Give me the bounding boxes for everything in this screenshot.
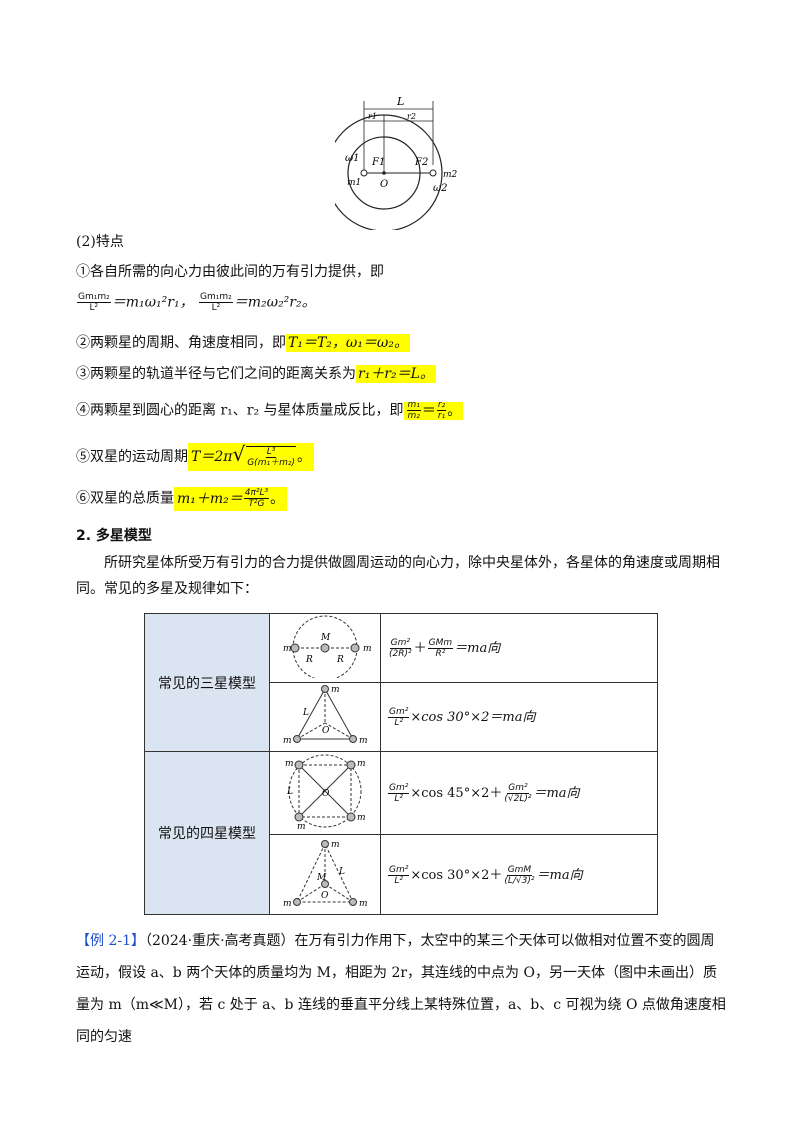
svg-text:m: m: [359, 899, 368, 909]
three-star-triangle-figure: m m m L O: [269, 682, 381, 752]
svg-text:m: m: [363, 644, 372, 654]
svg-text:m: m: [283, 736, 292, 746]
label-O: O: [380, 179, 388, 190]
svg-text:O: O: [322, 726, 330, 736]
example-text: 在万有引力作用下，太空中的某三个天体可以做相对位置不变的圆周运动，假设 a、b …: [76, 933, 726, 1045]
three-star-label: 常见的三星模型: [144, 613, 270, 752]
svg-text:R: R: [305, 655, 313, 665]
svg-text:O: O: [321, 891, 329, 901]
highlight: T₁＝T₂，ω₁＝ω₂。: [286, 334, 410, 352]
svg-text:m: m: [331, 685, 340, 695]
svg-text:M: M: [320, 633, 331, 643]
svg-text:m: m: [297, 822, 306, 830]
label-r1: r1: [368, 112, 377, 121]
binary-star-diagram: L r1 r2 F1 F2 O ω1 m1 m2 ω2: [335, 95, 458, 230]
example-source: （2024·重庆·高考真题）: [145, 933, 295, 949]
svg-text:m: m: [283, 899, 292, 909]
svg-text:R: R: [336, 655, 344, 665]
svg-text:O: O: [322, 789, 330, 799]
svg-text:M: M: [316, 873, 327, 883]
four-star-label: 常见的四星模型: [144, 751, 270, 915]
multi-star-title: 2. 多星模型: [76, 528, 152, 544]
svg-text:L: L: [302, 708, 309, 718]
multi-star-paragraph: 所研究星体所受万有引力的合力提供做圆周运动的向心力，除中央星体外，各星体的角速度…: [76, 555, 720, 597]
svg-text:m: m: [357, 759, 366, 769]
label-w1: ω1: [345, 153, 360, 164]
example-block: 【例 2-1】（2024·重庆·高考真题）在万有引力作用下，太空中的某三个天体可…: [76, 925, 726, 1053]
four-star-triangle-figure: m m m L M O: [269, 834, 381, 915]
svg-text:L: L: [338, 867, 345, 877]
highlight: r₁＋r₂＝L。: [356, 365, 436, 383]
svg-text:m: m: [283, 644, 292, 654]
svg-text:m: m: [359, 736, 368, 746]
label-L: L: [396, 95, 404, 108]
svg-text:L: L: [286, 787, 293, 797]
label-m1: m1: [347, 178, 361, 188]
label-F2: F2: [414, 157, 428, 168]
svg-text:m: m: [357, 813, 366, 823]
three-star-line-figure: m m M R R: [269, 613, 381, 683]
label-m2: m2: [443, 170, 458, 180]
four-star-square-figure: m m m m O L: [269, 751, 381, 835]
label-r2: r2: [407, 112, 416, 121]
svg-text:m: m: [331, 840, 340, 850]
example-tag: 【例 2-1】: [76, 933, 145, 949]
section-title: (2)特点: [76, 234, 124, 250]
item-1: ①各自所需的向心力由彼此间的万有引力提供，即: [76, 264, 384, 280]
label-F1: F1: [371, 157, 385, 168]
svg-text:m: m: [285, 759, 294, 769]
label-w2: ω2: [433, 183, 448, 194]
